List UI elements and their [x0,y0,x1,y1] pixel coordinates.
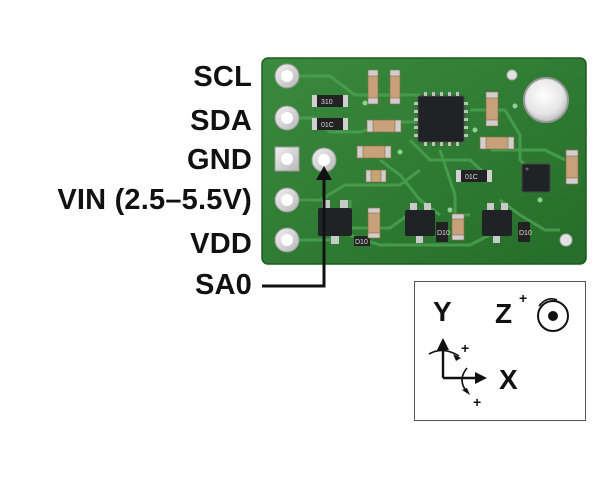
sa0-leader-arrow [262,174,326,288]
capacitor-c3 [366,119,402,133]
capacitors [356,69,579,241]
axis-orientation-panel: Y X Z + + + [414,281,586,421]
secondary-ic [521,163,551,193]
transistor-left [318,200,352,244]
pin-label-sa0: SA0 [194,269,252,301]
capacitor-c9 [367,207,381,239]
mounting-hole [523,77,569,123]
resistor-r4 [354,236,370,246]
resistor-mark-5: D10 [437,230,450,237]
resistor-mark-6: D10 [519,230,532,237]
resistor-r1 [312,95,348,107]
resistor-mark-4: D10 [355,239,368,246]
resistor-mark-3: 01C [465,174,478,181]
fiducial-top [506,69,518,81]
transistor-right [482,203,512,243]
axis-label-x: X [499,364,518,395]
axis-plus-z: + [519,290,528,306]
capacitor-c2 [389,69,401,105]
pad-scl [274,63,300,89]
resistor-r3 [456,170,492,182]
y-axis-arrowhead [437,338,449,350]
resistor-r5 [436,222,448,242]
capacitor-c4 [356,145,392,159]
pad-sda [274,105,300,131]
axis-plus-y: + [461,340,470,356]
transistor-mid [405,203,435,243]
capacitor-c5 [365,169,387,183]
resistor-r6 [518,222,530,242]
pin-label-sda: SDA [190,105,252,137]
pin-label-vin: VIN (2.5–5.5V) [57,184,252,216]
pin-label-gnd: GND [186,144,252,176]
axis-plus-x: + [473,394,482,410]
axis-label-y: Y [433,296,452,327]
pad-vdd [274,227,300,253]
pad-sa0 [311,147,337,173]
x-axis-arrowhead [475,372,487,384]
y-rotation-icon [428,349,460,357]
capacitor-c10 [451,213,465,241]
capacitor-c7 [479,136,515,150]
main-ic [414,92,468,146]
pin-label-vdd: VDD [190,228,252,260]
axis-label-z: Z [495,298,513,329]
resistor-mark-2: 01C [321,122,334,129]
capacitor-c1 [367,69,379,105]
pad-vin [274,187,300,213]
axis-diagram [428,298,569,395]
fiducial-bottom [559,233,573,247]
x-rotation-arrowhead [462,388,470,395]
capacitor-c6 [485,91,499,127]
resistor-r2 [312,118,348,130]
header-pads [274,63,337,253]
pcb-vias [362,100,543,213]
y-rotation-arrowhead [453,354,461,361]
capacitor-c8 [565,149,579,185]
pad-gnd [274,146,300,172]
z-axis-icon [537,298,569,332]
sa0-arrowhead [316,166,332,180]
pin-label-scl: SCL [193,61,252,93]
resistor-mark-1: 310 [321,99,333,106]
